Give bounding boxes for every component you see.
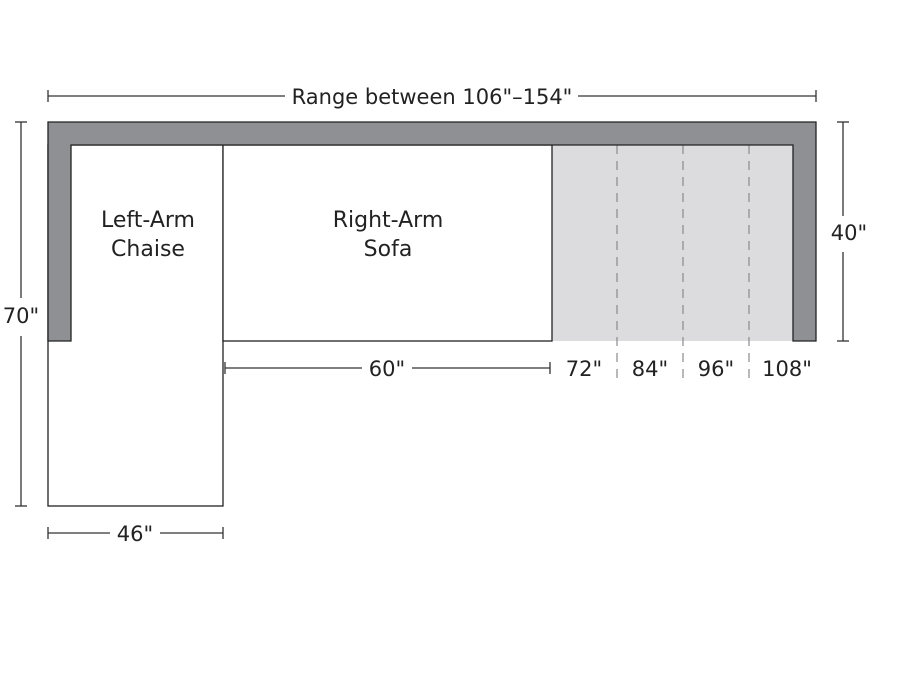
sofa-seat [222,144,553,342]
extension-options: 72" 84" 96" 108" [566,357,812,381]
sofa-width-dimension: 60" [224,357,551,381]
extension-option: 96" [698,357,734,381]
back-height-dimension: 40" [831,121,867,342]
sofa-extension-region [552,145,793,341]
chaise-label-line2: Chaise [111,237,185,262]
sofa-label: Right-Arm Sofa [333,208,444,262]
chaise-seat [47,144,224,507]
sofa-back-and-arms [47,121,817,342]
sofa-width-label: 60" [369,357,405,381]
overall-range-label: Range between 106"–154" [292,85,573,109]
sofa-label-line2: Sofa [364,237,413,262]
total-depth-dimension: 70" [3,121,39,507]
chaise-label-line1: Left-Arm [101,208,195,233]
extension-option: 108" [762,357,812,381]
back-height-label: 40" [831,221,867,245]
extension-option: 72" [566,357,602,381]
chaise-width-dimension: 46" [47,522,224,546]
total-depth-label: 70" [3,304,39,328]
overall-range-dimension: Range between 106"–154" [47,85,817,109]
extension-dashed-lines [616,145,750,385]
extension-option: 84" [632,357,668,381]
chaise-width-label: 46" [117,522,153,546]
sofa-label-line1: Right-Arm [333,208,444,233]
chaise-label: Left-Arm Chaise [101,208,195,262]
